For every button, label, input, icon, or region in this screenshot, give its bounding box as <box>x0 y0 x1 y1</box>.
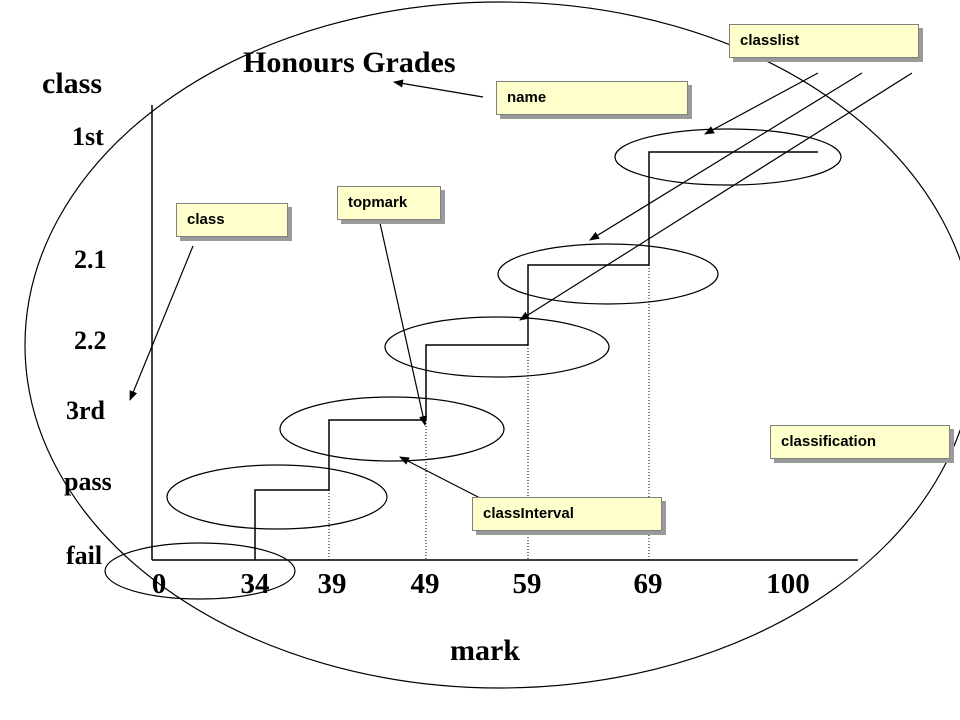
class-interval-ellipses <box>104 128 842 600</box>
topmark-callout: topmark <box>337 186 441 220</box>
tick-59: 59 <box>513 568 542 600</box>
class-label-1st: 1st <box>72 122 104 151</box>
classlist-arrow-2 <box>589 72 863 241</box>
interval-pass <box>166 464 388 530</box>
tick-100: 100 <box>766 568 810 600</box>
classlist-arrow-3 <box>519 72 913 321</box>
class-label-pass: pass <box>64 467 112 496</box>
guide-lines <box>328 265 650 560</box>
classinterval-callout: classInterval <box>472 497 662 531</box>
class-callout: class <box>176 203 288 237</box>
class-label-2-1: 2.1 <box>74 245 107 274</box>
tick-39: 39 <box>318 568 347 600</box>
y-axis-label: class <box>42 67 102 100</box>
callout-arrows <box>129 72 913 499</box>
grade-step-line <box>254 151 818 560</box>
classlist-arrow-1 <box>704 72 819 135</box>
tick-34: 34 <box>241 568 270 600</box>
x-axis-label: mark <box>450 634 520 667</box>
class-arrow <box>129 245 194 401</box>
classlist-callout: classlist <box>729 24 919 58</box>
diagram-title: Honours Grades <box>243 46 456 79</box>
tick-49: 49 <box>411 568 440 600</box>
interval-fail <box>104 542 296 600</box>
interval-2-1 <box>497 243 719 305</box>
tick-69: 69 <box>634 568 663 600</box>
classinterval-arrow <box>399 456 481 499</box>
interval-1st <box>614 128 842 186</box>
name-callout: name <box>496 81 688 115</box>
class-label-2-2: 2.2 <box>74 326 107 355</box>
class-label-3rd: 3rd <box>66 396 106 425</box>
class-label-fail: fail <box>66 541 102 570</box>
classification-ellipse <box>24 1 960 689</box>
interval-2-2 <box>384 316 610 378</box>
name-arrow <box>393 79 484 98</box>
tick-0: 0 <box>152 568 167 600</box>
topmark-arrow <box>377 213 427 426</box>
classification-callout: classification <box>770 425 950 459</box>
interval-3rd <box>279 396 505 462</box>
